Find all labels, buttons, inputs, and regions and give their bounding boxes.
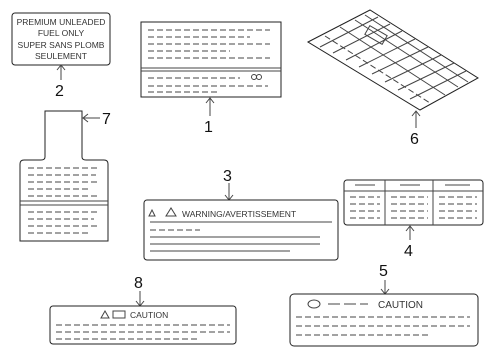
callout-6: 6 — [410, 131, 419, 148]
label-2-line-2: FUEL ONLY — [38, 28, 85, 38]
label-3-warning-label: 3 WARNING/AVERTISSEMENT — [143, 168, 339, 261]
label-8-heading: CAUTION — [130, 310, 168, 320]
label-2-fuel-label: PREMIUM UNLEADED FUEL ONLY SUPER SANS PL… — [11, 12, 111, 100]
callout-2: 2 — [55, 83, 64, 100]
callout-4: 4 — [404, 243, 413, 260]
label-2-line-4: SEULEMENT — [35, 51, 87, 61]
label-8-caution-label: 8 CAUTION — [49, 275, 237, 345]
label-6-vacuum-routing-label: 6 — [306, 9, 479, 148]
label-3-heading: WARNING/AVERTISSEMENT — [182, 209, 296, 219]
label-2-line-1: PREMIUM UNLEADED — [17, 17, 106, 27]
callout-8: 8 — [134, 275, 143, 292]
callout-1: 1 — [204, 119, 213, 136]
callout-5: 5 — [379, 263, 388, 280]
label-4-grid-label: 4 — [343, 179, 484, 260]
label-5-heading: CAUTION — [378, 300, 423, 311]
callout-3: 3 — [223, 168, 232, 185]
label-5-caution-label: 5 CAUTION — [289, 263, 479, 347]
label-1-emission-label: 1 — [140, 21, 282, 136]
callout-7: 7 — [102, 111, 111, 128]
label-7-tab-label: 7 — [19, 110, 111, 242]
label-2-line-3: SUPER SANS PLOMB — [18, 40, 105, 50]
